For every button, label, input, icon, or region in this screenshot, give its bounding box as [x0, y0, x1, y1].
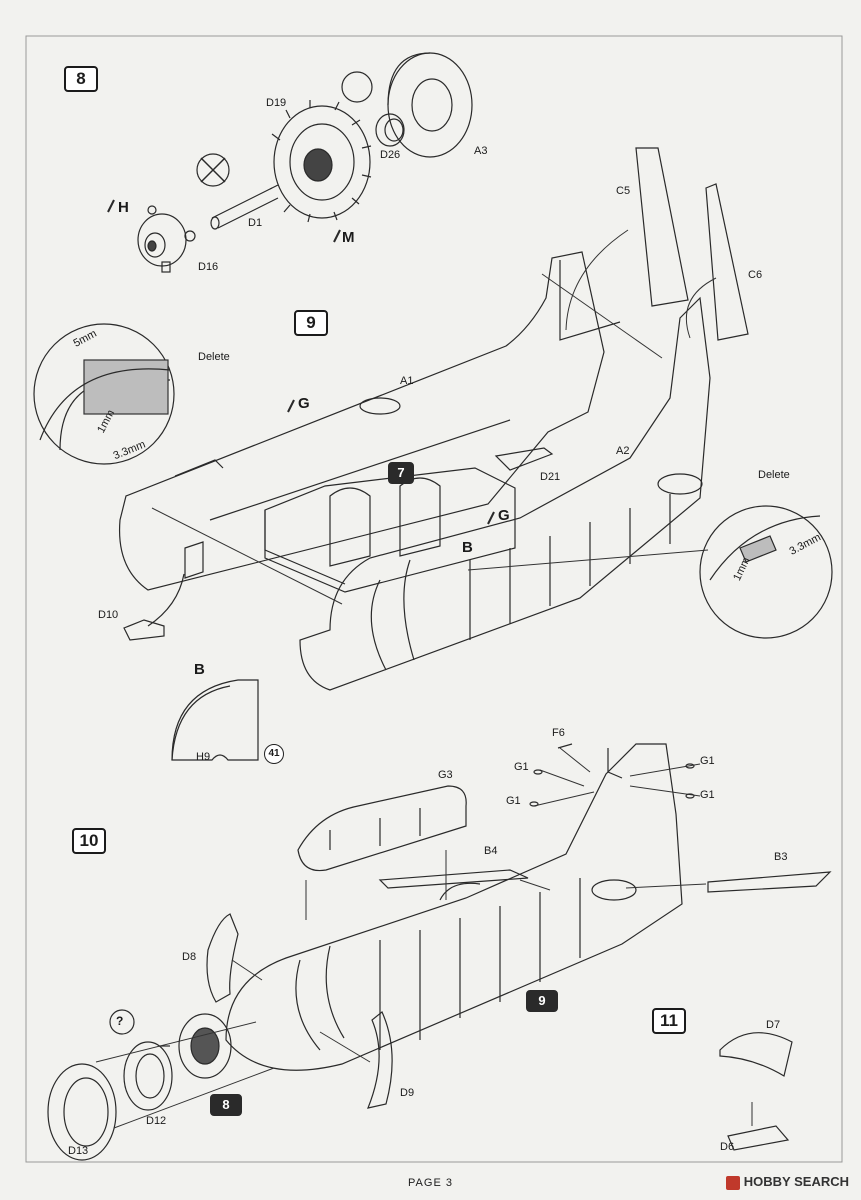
label-d10: D10: [98, 609, 119, 621]
label-b3: B3: [774, 851, 788, 863]
label-d19: D19: [266, 97, 287, 109]
watermark-text: HOBBY SEARCH: [743, 1174, 849, 1189]
part-d21: [494, 447, 554, 471]
label-g1-d: G1: [700, 789, 715, 801]
prop-hub-d16: [137, 205, 196, 273]
fuselage-assembled: [225, 743, 683, 1071]
watermark: HOBBY SEARCH: [725, 1174, 849, 1190]
label-d6: D6: [720, 1141, 735, 1153]
label-d1: D1: [248, 217, 263, 229]
label-b-top: B: [462, 539, 473, 556]
panel-d8: [206, 913, 239, 1003]
part-d7: [719, 1032, 793, 1077]
label-g1-b: G1: [506, 795, 521, 807]
flap-b3: [707, 871, 832, 893]
paint-code-m: M: [342, 229, 355, 246]
detail-circle-right: [699, 505, 833, 639]
label-a2: A2: [616, 445, 630, 457]
label-d9: D9: [400, 1087, 415, 1099]
tail-part-c6: [705, 183, 749, 341]
part-h9: [171, 679, 259, 761]
paint-code-g-mid: G: [498, 507, 510, 524]
ring-d12: [123, 1041, 173, 1111]
paint-code-h: H: [118, 199, 129, 216]
label-c5: C5: [616, 185, 631, 197]
question-mark: ?: [116, 1014, 124, 1028]
detail-left-delete: Delete: [198, 351, 230, 363]
step-9-reference: 9: [526, 990, 558, 1012]
label-d8: D8: [182, 951, 197, 963]
flap-b4: [378, 869, 529, 889]
page-number: PAGE 3: [408, 1177, 453, 1189]
engine-ring-d26: [375, 113, 405, 147]
label-a1: A1: [400, 375, 414, 387]
label-d12: D12: [146, 1115, 167, 1127]
label-g1-a: G1: [514, 761, 529, 773]
not-used-circle: [196, 153, 230, 187]
detail-right-delete: Delete: [758, 469, 790, 481]
radial-engine-d19: [269, 100, 372, 223]
label-d13: D13: [68, 1145, 89, 1157]
paint-code-g-top: G: [298, 395, 310, 412]
label-b-detail: B: [194, 661, 205, 678]
part-d10: [123, 619, 165, 641]
label-c6: C6: [748, 269, 763, 281]
bend-detail-circle: [341, 71, 373, 103]
label-d21: D21: [540, 471, 561, 483]
label-a3: A3: [474, 145, 488, 157]
canopy-g3: [297, 785, 467, 872]
detail-circle-left: [33, 323, 175, 465]
label-d16: D16: [198, 261, 219, 273]
watermark-logo-icon: [725, 1175, 740, 1190]
fuselage-half-a2: [299, 296, 711, 691]
step-10-badge: 10: [72, 828, 106, 854]
part-d6: [727, 1125, 790, 1151]
label-g3: G3: [438, 769, 453, 781]
label-g1-c: G1: [700, 755, 715, 767]
engine-cowl-a3: [387, 52, 473, 158]
step-8-badge: 8: [64, 66, 98, 92]
paint-number-41: 41: [264, 744, 284, 764]
cockpit-tub: [264, 467, 516, 593]
label-h9: H9: [196, 751, 211, 763]
label-f6: F6: [552, 727, 565, 739]
label-b4: B4: [484, 845, 498, 857]
cowl-d13: [47, 1063, 117, 1161]
tail-part-c5: [635, 147, 689, 307]
radial-engine-sub: [158, 1013, 232, 1079]
label-d7: D7: [766, 1019, 781, 1031]
panel-d9: [367, 1011, 393, 1109]
step-11-badge: 11: [652, 1008, 686, 1034]
question-circle: [109, 1009, 135, 1035]
prop-shaft-d1: [210, 187, 279, 230]
step-9-badge: 9: [294, 310, 328, 336]
label-d26: D26: [380, 149, 401, 161]
step-8-reference: 8: [210, 1094, 242, 1116]
step-7-reference: 7: [388, 462, 414, 484]
